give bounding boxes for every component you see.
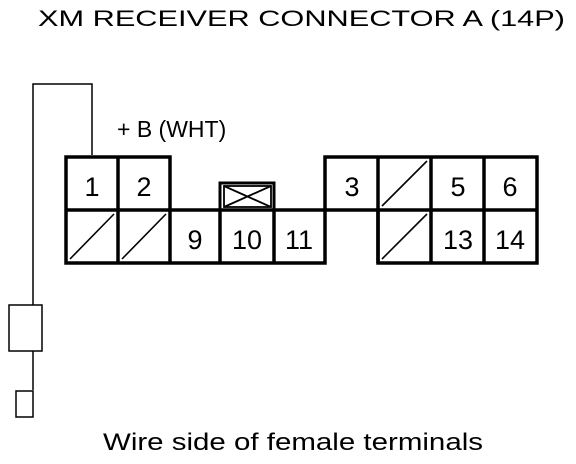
unused-terminal-slashes [69,160,428,260]
diagram-caption: Wire side of female terminals [103,429,483,456]
pin-14: 14 [495,225,525,255]
wire-label: + B (WHT) [117,116,226,142]
diagram-title: XM RECEIVER CONNECTOR A (14P) [38,6,565,31]
wire-terminal-small [15,390,34,418]
pin-9: 9 [187,225,202,255]
slash-pin-4 [381,160,428,207]
pin-5: 5 [450,172,465,202]
pin-1: 1 [84,172,99,202]
wire-terminal-box [8,304,43,352]
wire-lead [8,83,93,418]
slash-pin-7 [69,213,115,260]
pin-10: 10 [232,225,262,255]
connector-body-right [323,155,539,265]
pin-3: 3 [344,172,359,202]
pin-6: 6 [502,172,517,202]
pin-13: 13 [443,225,473,255]
slash-pin-8 [121,213,167,260]
pin-2: 2 [136,172,151,202]
dummy-terminal-marker [223,185,272,208]
slash-pin-12 [381,213,428,260]
pin-11: 11 [285,225,313,255]
connector-body-left [64,155,327,265]
